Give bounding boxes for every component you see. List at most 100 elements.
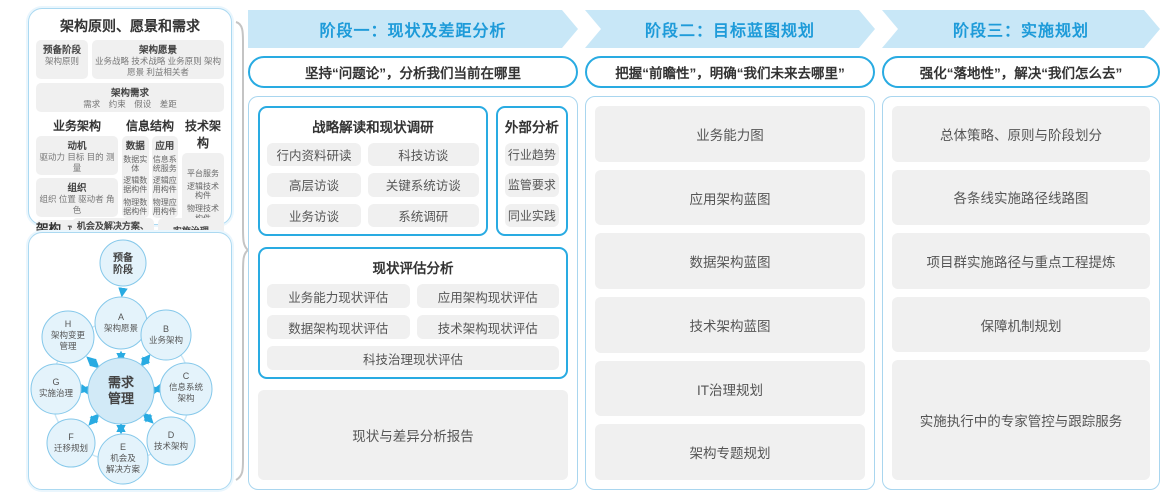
gap-analysis-report-box: 现状与差异分析报告 [258,390,568,480]
phase3-content: 总体策略、原则与阶段划分 各条线实施路径线路图 项目群实施路径与重点工程提炼 保… [882,96,1160,490]
adm-cycle-diagram: 预备 阶段 A 架构愿景 B 业务架构 H 架构变更 管理 [30,239,213,485]
data-item: 逻辑数据构件 [123,176,148,195]
adm-node-e-opportunities: E 机会及 解决方案 [97,433,149,485]
phase3-item: 实施执行中的专家管控与跟踪服务 [892,360,1150,480]
phase2-item: IT治理规划 [595,360,865,417]
adm-node-preliminary: 预备 阶段 [99,239,147,287]
architecture-content-panel: 架构原则、愿景和需求 预备阶段 架构原则 架构愿景 业务战略 技术战略 业务原则… [28,8,232,257]
data-item: 数据实体 [123,154,148,174]
architecture-domains-row: 业务架构 动机 驱动力 目标 目的 测量 组织 组织 位置 驱动者 角色 功能 … [36,117,224,249]
phase2-item: 数据架构蓝图 [595,233,865,290]
phases-grid: 阶段一：现状及差距分析 阶段二：目标蓝图规划 阶段三：实施规划 坚持“问题论”，… [248,10,1160,490]
phase2-header: 阶段二：目标蓝图规划 [585,10,875,48]
application-item: 物理应用构件 [152,197,177,216]
svg-text:管理: 管理 [108,391,134,406]
svg-text:B: B [163,324,169,334]
phase1-content: 战略解读和现状调研 行内资料研读 科技访谈 高层访谈 关键系统访谈 业务访谈 系… [248,96,578,490]
application-box: 应用 信息系统服务 逻辑应用构件 物理应用构件 [151,135,178,218]
phase3-subtitle: 强化“落地性”，解决“我们怎么去” [882,56,1160,88]
motivation-items: 驱动力 目标 目的 测量 [39,151,115,173]
assessment-item: 科技治理现状评估 [267,346,559,370]
adm-node-d-technology: D 技术架构 [146,416,196,466]
phase2-header-label: 阶段二：目标蓝图规划 [644,23,815,40]
prep-title: 预备阶段 [42,45,81,56]
adm-node-b-business: B 业务架构 [140,309,192,361]
assessment-item: 数据架构现状评估 [267,315,410,339]
motivation-title: 动机 [67,140,87,152]
motivation-box: 动机 驱动力 目标 目的 测量 [36,135,118,176]
technology-box: 平台服务 逻辑技术构件 物理技术构件 [182,152,224,225]
svg-text:需求: 需求 [108,375,135,390]
data-item: 物理数据构件 [123,197,148,216]
prep-vision-row: 预备阶段 架构原则 架构愿景 业务战略 技术战略 业务原则 架构愿景 利益相关者 [36,40,224,80]
phase3-item: 各条线实施路径线路图 [892,169,1150,226]
external-analysis-box: 外部分析 行业趋势 监管要求 同业实践 [495,106,568,236]
survey-item: 行内资料研读 [267,143,361,167]
survey-title: 战略解读和现状调研 [312,120,434,135]
adm-cycle-panel: 预备 阶段 A 架构愿景 B 业务架构 H 架构变更 管理 [28,232,232,490]
data-title: 数据 [125,140,145,152]
phase2-content: 业务能力图 应用架构蓝图 数据架构蓝图 技术架构蓝图 IT治理规划 架构专题规划 [585,96,875,490]
phase3-item: 项目群实施路径与重点工程提炼 [892,233,1150,289]
phase2-item: 业务能力图 [595,106,865,162]
architecture-vision-box: 架构愿景 业务战略 技术战略 业务原则 架构愿景 利益相关者 [92,40,224,80]
phase1-subtitle-label: 坚持“问题论”，分析我们当前在哪里 [305,66,521,81]
assessment-grid: 业务能力现状评估 应用架构现状评估 数据架构现状评估 技术架构现状评估 科技治理… [267,284,559,370]
adm-node-a-vision: A 架构愿景 [94,296,148,350]
svg-text:管理: 管理 [59,341,77,351]
phase1-header-label: 阶段一：现状及差距分析 [319,23,507,40]
adm-node-c-infosystem: C 信息系统 架构 [159,362,213,416]
application-item: 信息系统服务 [152,154,177,174]
svg-text:机会及: 机会及 [110,453,136,463]
phase1-header: 阶段一：现状及差距分析 [248,10,578,48]
phase1-top-row: 战略解读和现状调研 行内资料研读 科技访谈 高层访谈 关键系统访谈 业务访谈 系… [258,106,568,236]
vision-items: 业务战略 技术战略 业务原则 架构愿景 利益相关者 [94,56,222,77]
svg-text:预备: 预备 [113,251,134,264]
assessment-item: 应用架构现状评估 [416,284,559,308]
phase3-header-label: 阶段三：实施规划 [952,23,1089,40]
vision-title: 架构愿景 [138,45,177,56]
business-architecture-column: 业务架构 动机 驱动力 目标 目的 测量 组织 组织 位置 驱动者 角色 功能 … [36,117,118,249]
svg-text:架构: 架构 [177,393,194,403]
architecture-requirements-box: 架构需求 需求 约束 假设 差距 [36,83,224,112]
svg-text:解决方案: 解决方案 [106,464,141,474]
svg-text:迁移规划: 迁移规划 [54,443,88,453]
adm-node-f-migration: F 迁移规划 [46,418,96,468]
application-title: 应用 [155,140,175,152]
req-items: 需求 约束 假设 差距 [83,99,177,110]
svg-text:架构愿景: 架构愿景 [104,323,138,333]
survey-item: 业务访谈 [267,203,361,227]
survey-item: 科技访谈 [367,143,479,167]
external-title: 外部分析 [504,120,559,135]
assessment-title: 现状评估分析 [372,261,454,276]
phase2-item: 架构专题规划 [595,424,865,481]
phase3-item: 保障机制规划 [892,296,1150,353]
svg-text:C: C [183,371,190,381]
prep-item: 架构原则 [44,56,79,66]
external-item: 行业趋势 [504,143,559,167]
phase3-item: 总体策略、原则与阶段划分 [892,106,1150,162]
svg-text:业务架构: 业务架构 [149,335,183,345]
svg-text:架构变更: 架构变更 [51,330,86,340]
svg-text:G: G [52,377,59,387]
adm-node-h-change: H 架构变更 管理 [41,310,95,364]
adm-node-g-governance: G 实施治理 [30,363,82,415]
svg-text:E: E [120,442,126,452]
assessment-item: 业务能力现状评估 [267,284,410,308]
technology-item: 逻辑技术构件 [187,182,219,201]
phase2-item: 技术架构蓝图 [595,297,865,353]
survey-item: 高层访谈 [267,173,361,197]
adm-node-requirements-center: 需求 管理 [87,357,155,425]
information-subcolumns: 数据 数据实体 逻辑数据构件 物理数据构件 应用 信息系统服务 逻辑应用构件 物… [122,135,178,218]
survey-item: 关键系统访谈 [367,173,479,197]
organization-box: 组织 组织 位置 驱动者 角色 [36,178,118,218]
phase2-subtitle-label: 把握“前瞻性”，明确“我们未来去哪里” [615,66,845,81]
svg-text:F: F [68,432,74,442]
svg-text:H: H [65,319,72,329]
external-items: 行业趋势 监管要求 同业实践 [504,143,559,227]
phase2-item: 应用架构蓝图 [595,169,865,226]
information-structure-title: 信息结构 [125,118,174,133]
governance-title: 实施治理 [160,226,222,237]
technology-architecture-title: 技术架构 [184,118,221,150]
